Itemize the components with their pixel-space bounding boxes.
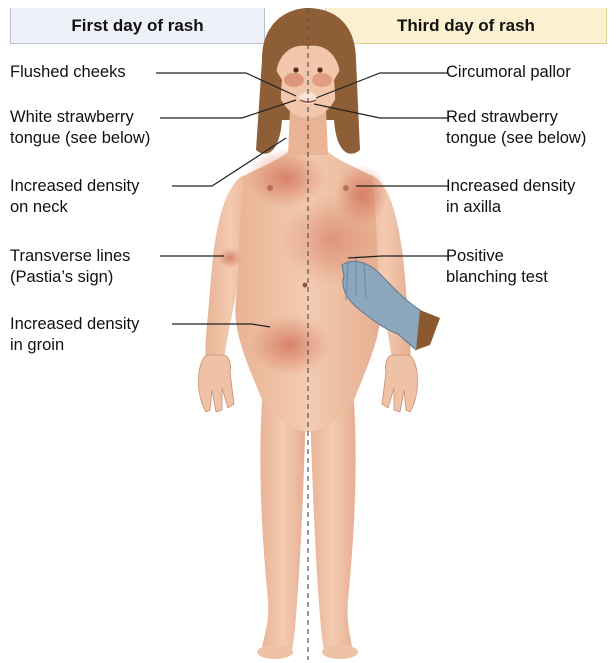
- label-increased-density-neck: Increased density on neck: [10, 176, 139, 218]
- label-circumoral-pallor: Circumoral pallor: [446, 62, 571, 83]
- label-white-strawberry-tongue: White strawberry tongue (see below): [10, 107, 150, 149]
- left-hand: [199, 355, 235, 412]
- elbow-rash: [218, 248, 242, 268]
- label-increased-density-groin: Increased density in groin: [10, 314, 139, 356]
- label-positive-blanching-test: Positive blanching test: [446, 246, 548, 288]
- right-leg: [310, 400, 356, 650]
- label-red-strawberry-tongue: Red strawberry tongue (see below): [446, 107, 586, 149]
- label-increased-density-axilla: Increased density in axilla: [446, 176, 575, 218]
- label-flushed-cheeks: Flushed cheeks: [10, 62, 126, 83]
- left-leg: [260, 400, 306, 650]
- label-pastias-sign: Transverse lines (Pastia’s sign): [10, 246, 130, 288]
- right-hand: [382, 355, 418, 412]
- groin-rash: [250, 315, 330, 375]
